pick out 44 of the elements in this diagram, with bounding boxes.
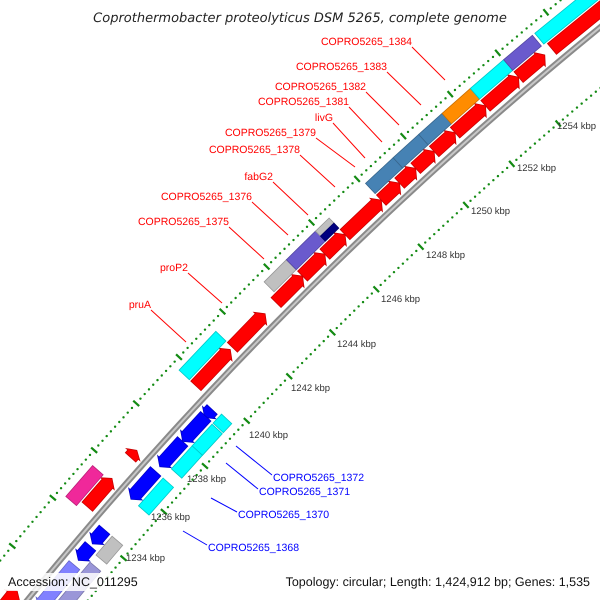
leader-line bbox=[150, 310, 186, 342]
gene-label: COPRO5265_1383 bbox=[296, 61, 387, 73]
leader-line bbox=[228, 226, 264, 260]
gene-label: COPRO5265_1370 bbox=[238, 509, 330, 521]
scale-label: 1252 kbp bbox=[517, 163, 556, 174]
gene-label: pruA bbox=[128, 299, 151, 311]
leader-line bbox=[412, 46, 446, 80]
scale-label: 1236 kbp bbox=[151, 512, 190, 523]
scale-label: 1240 kbp bbox=[249, 430, 288, 441]
scale-label: 1250 kbp bbox=[471, 206, 510, 217]
scale-label: 1246 kbp bbox=[381, 294, 420, 305]
leader-line bbox=[300, 154, 336, 188]
leader-line bbox=[182, 530, 208, 546]
leader-line bbox=[210, 498, 238, 512]
gene-label: proP2 bbox=[160, 262, 188, 274]
gene-label: COPRO5265_1371 bbox=[259, 486, 350, 498]
gene-label: fabG2 bbox=[244, 171, 273, 183]
leader-line bbox=[272, 182, 308, 216]
scale-label: 1254 kbp bbox=[557, 121, 596, 132]
leader-line bbox=[316, 138, 356, 168]
leader-line bbox=[188, 272, 222, 304]
leader-line bbox=[226, 462, 258, 490]
leader-line bbox=[348, 106, 382, 142]
leader-line bbox=[236, 446, 272, 476]
gene-label: COPRO5265_1382 bbox=[274, 81, 366, 93]
scale-label: 1238 kbp bbox=[187, 474, 226, 485]
gene-label: COPRO5265_1376 bbox=[160, 191, 252, 203]
scale-label: 1248 kbp bbox=[426, 250, 466, 261]
gene-label: livG bbox=[314, 112, 333, 124]
gene-label: COPRO5265_1375 bbox=[138, 216, 229, 228]
gene-label: COPRO5265_1381 bbox=[258, 96, 349, 108]
scale-label: 1244 kbp bbox=[337, 339, 376, 350]
leader-line bbox=[386, 72, 422, 106]
leader-line bbox=[332, 122, 366, 158]
leader-line bbox=[366, 92, 400, 126]
gene-label: COPRO5265_1372 bbox=[273, 472, 364, 484]
title: Coprothermobacter proteolyticus DSM 5265, complete genome bbox=[92, 11, 508, 26]
gene-label: COPRO5265_1384 bbox=[320, 36, 412, 48]
scale-label: 1234 kbp bbox=[126, 553, 166, 564]
scale-label: 1242 kbp bbox=[291, 383, 330, 394]
leader-line bbox=[252, 202, 288, 236]
gene-label: COPRO5265_1368 bbox=[208, 542, 300, 554]
gene-label: COPRO5265_1378 bbox=[208, 144, 300, 156]
gene-label: COPRO5265_1379 bbox=[224, 127, 316, 139]
